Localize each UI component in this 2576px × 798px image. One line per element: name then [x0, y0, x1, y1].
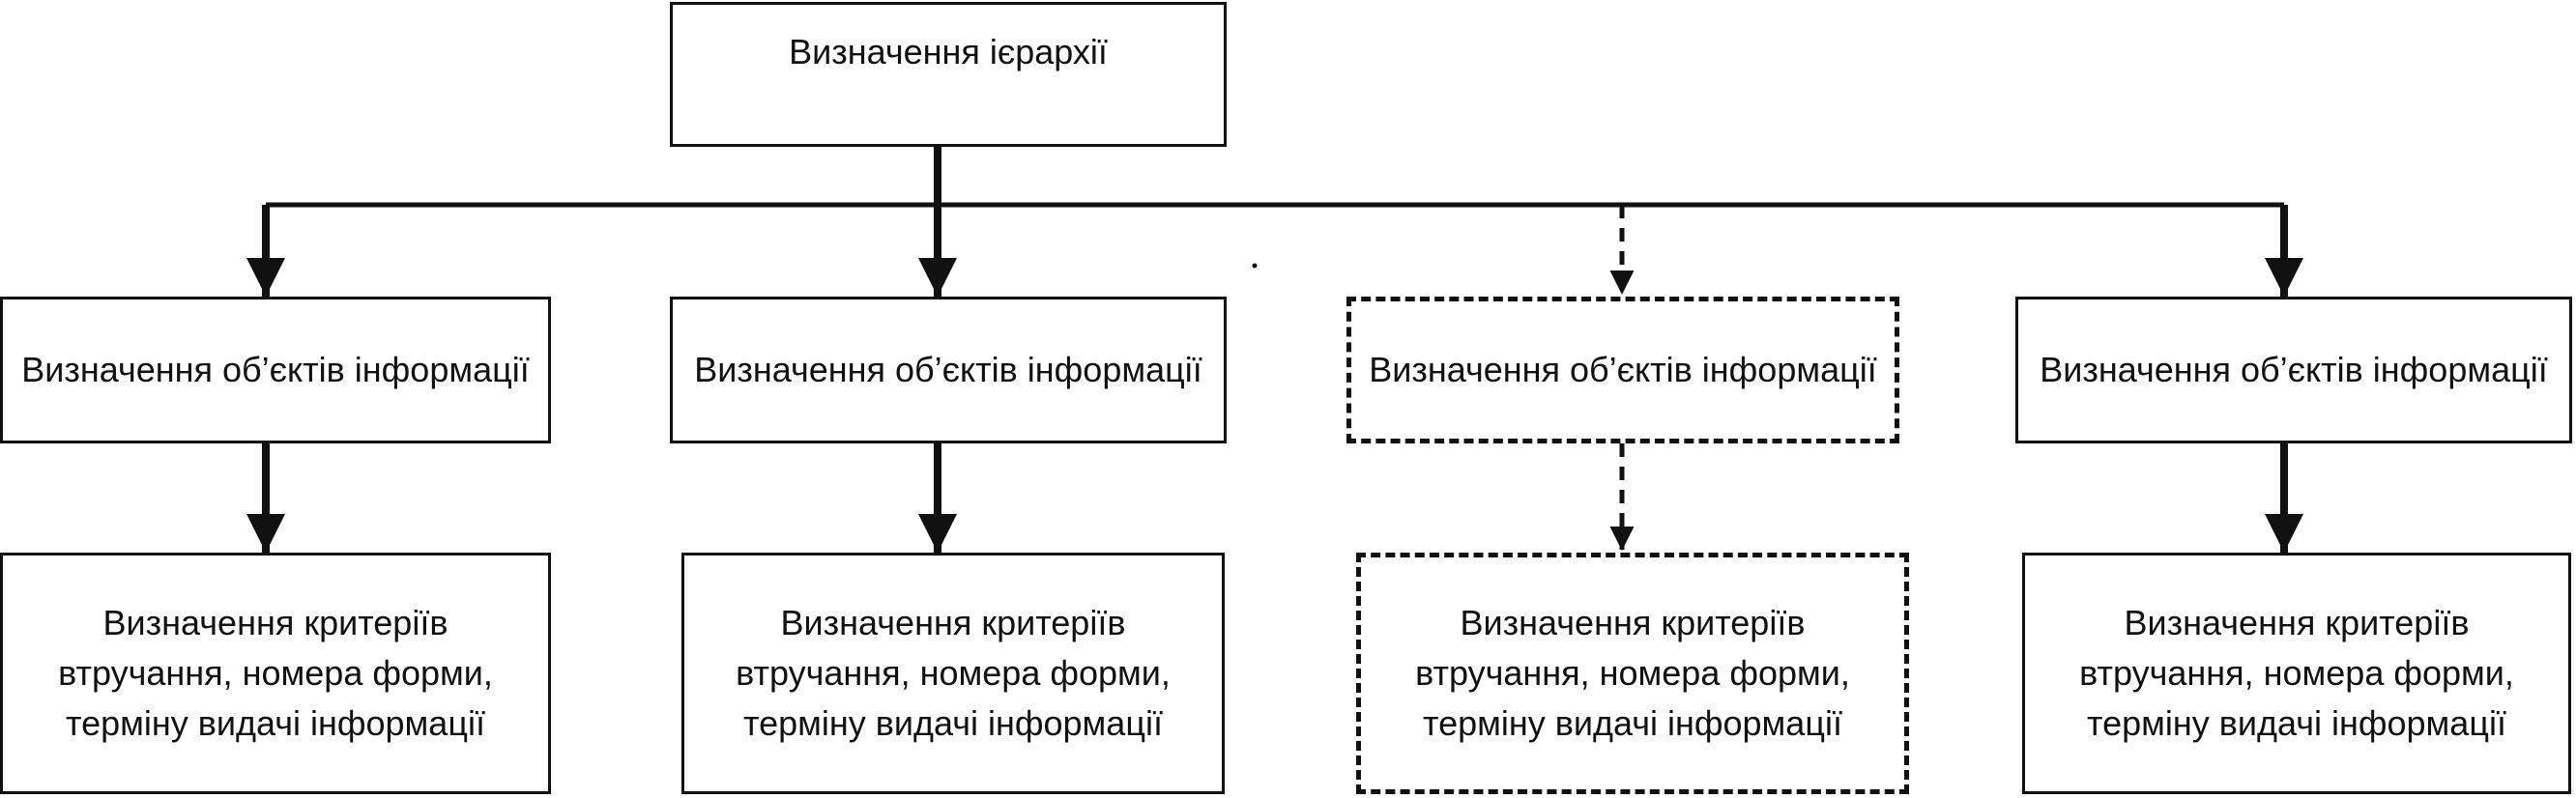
- root-box-hierarchy: Визначення ієрархії: [670, 2, 1227, 147]
- object-box-3-dashed: Визначення об’єктів інформації: [1346, 297, 1899, 443]
- object-box-2: Визначення об’єктів інформації: [670, 297, 1227, 443]
- object-box-4: Визначення об’єктів інформації: [2015, 297, 2572, 443]
- object-box-1: Визначення об’єктів інформації: [0, 297, 551, 443]
- object-label-4: Визначення об’єктів інформації: [2040, 350, 2548, 389]
- criteria-box-2: Визначення критеріїв втручання, номера ф…: [681, 553, 1225, 794]
- criteria-box-4: Визначення критеріїв втручання, номера ф…: [2022, 553, 2571, 794]
- root-label: Визначення ієрархії: [789, 32, 1108, 71]
- criteria-box-1: Визначення критеріїв втручання, номера ф…: [0, 553, 551, 794]
- criteria-label-3: Визначення критеріїв втручання, номера ф…: [1415, 603, 1850, 743]
- criteria-label-4: Визначення критеріїв втручання, номера ф…: [2079, 603, 2514, 743]
- object-label-2: Визначення об’єктів інформації: [694, 350, 1202, 389]
- object-label-1: Визначення об’єктів інформації: [21, 350, 530, 389]
- stray-dot: [1252, 263, 1258, 269]
- criteria-label-1: Визначення критеріїв втручання, номера ф…: [58, 603, 493, 743]
- criteria-box-3-dashed: Визначення критеріїв втручання, номера ф…: [1356, 553, 1909, 794]
- object-label-3: Визначення об’єктів інформації: [1369, 350, 1877, 389]
- criteria-label-2: Визначення критеріїв втручання, номера ф…: [736, 603, 1171, 743]
